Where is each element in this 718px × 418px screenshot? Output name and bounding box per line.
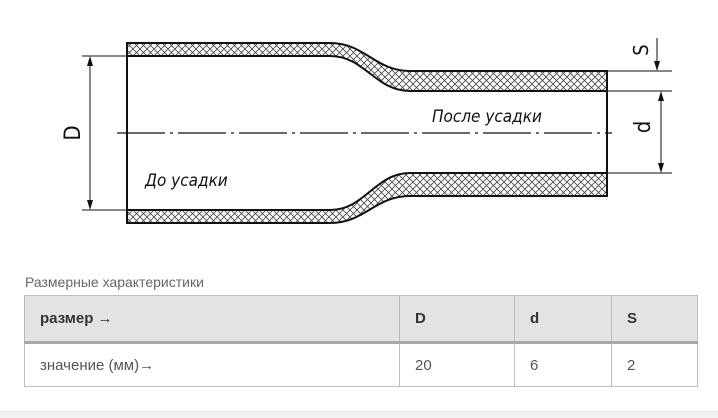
label-after-shrink: После усадки [432, 107, 542, 127]
cell-S: 2 [611, 342, 698, 387]
header-d: d [514, 295, 612, 344]
header-D: D [399, 295, 515, 344]
dim-D-label: D [61, 125, 86, 140]
dim-S-label: S [629, 44, 653, 55]
heat-shrink-tube-diagram: D S d После усадки До усадки [61, 38, 672, 224]
dimensions-table: размер → D d S значение (мм)→ 20 6 2 [24, 295, 698, 387]
cell-label: значение (мм)→ [24, 342, 400, 387]
table-caption: Размерные характеристики [25, 274, 204, 290]
cell-D: 20 [399, 342, 515, 387]
divider [0, 411, 718, 418]
header-S: S [611, 295, 698, 344]
tube-wall-top [126, 42, 608, 92]
header-size: размер → [24, 295, 400, 344]
table-header-row: размер → D d S [24, 295, 698, 344]
cell-d: 6 [514, 342, 612, 387]
table-row: значение (мм)→ 20 6 2 [24, 342, 698, 387]
dim-d-label: d [631, 121, 656, 134]
label-before-shrink: До усадки [144, 171, 228, 191]
tube-wall-bottom [126, 172, 608, 224]
